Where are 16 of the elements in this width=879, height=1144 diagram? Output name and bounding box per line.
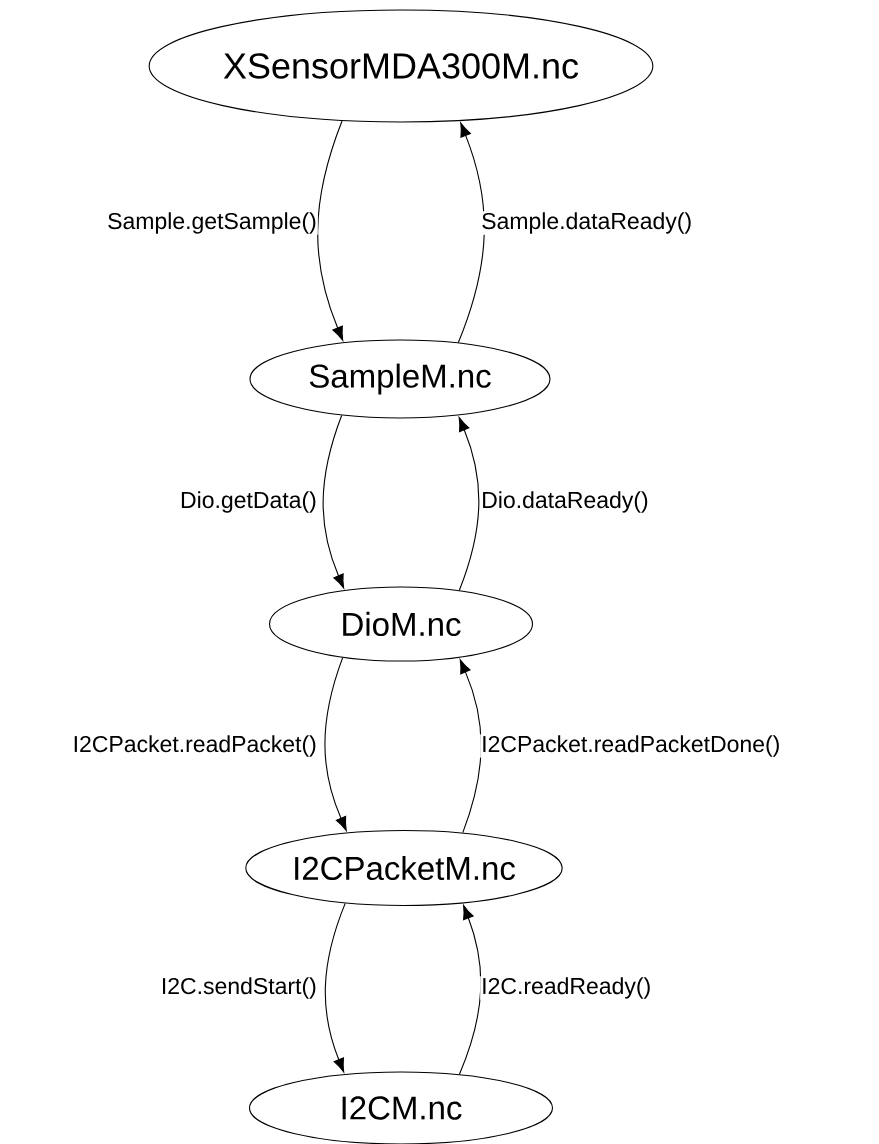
edge-label: Sample.dataReady() — [480, 211, 694, 235]
edge-label: Dio.getData() — [179, 490, 318, 514]
edge-label: I2CPacket.readPacketDone() — [480, 734, 782, 758]
edge-label: I2C.sendStart() — [159, 976, 318, 1000]
arrow — [324, 902, 346, 1073]
arrow — [457, 122, 485, 344]
arrow — [458, 417, 480, 591]
arrow — [322, 414, 345, 589]
edge-label: Dio.dataReady() — [480, 490, 650, 514]
arrow — [459, 659, 482, 834]
arrow — [458, 904, 482, 1075]
edge-label: Sample.getSample() — [106, 211, 318, 235]
arrow — [324, 657, 347, 831]
edge-label: I2CPacket.readPacket() — [71, 734, 318, 758]
arrow — [317, 120, 344, 341]
edge-label: I2C.readReady() — [480, 976, 653, 1000]
